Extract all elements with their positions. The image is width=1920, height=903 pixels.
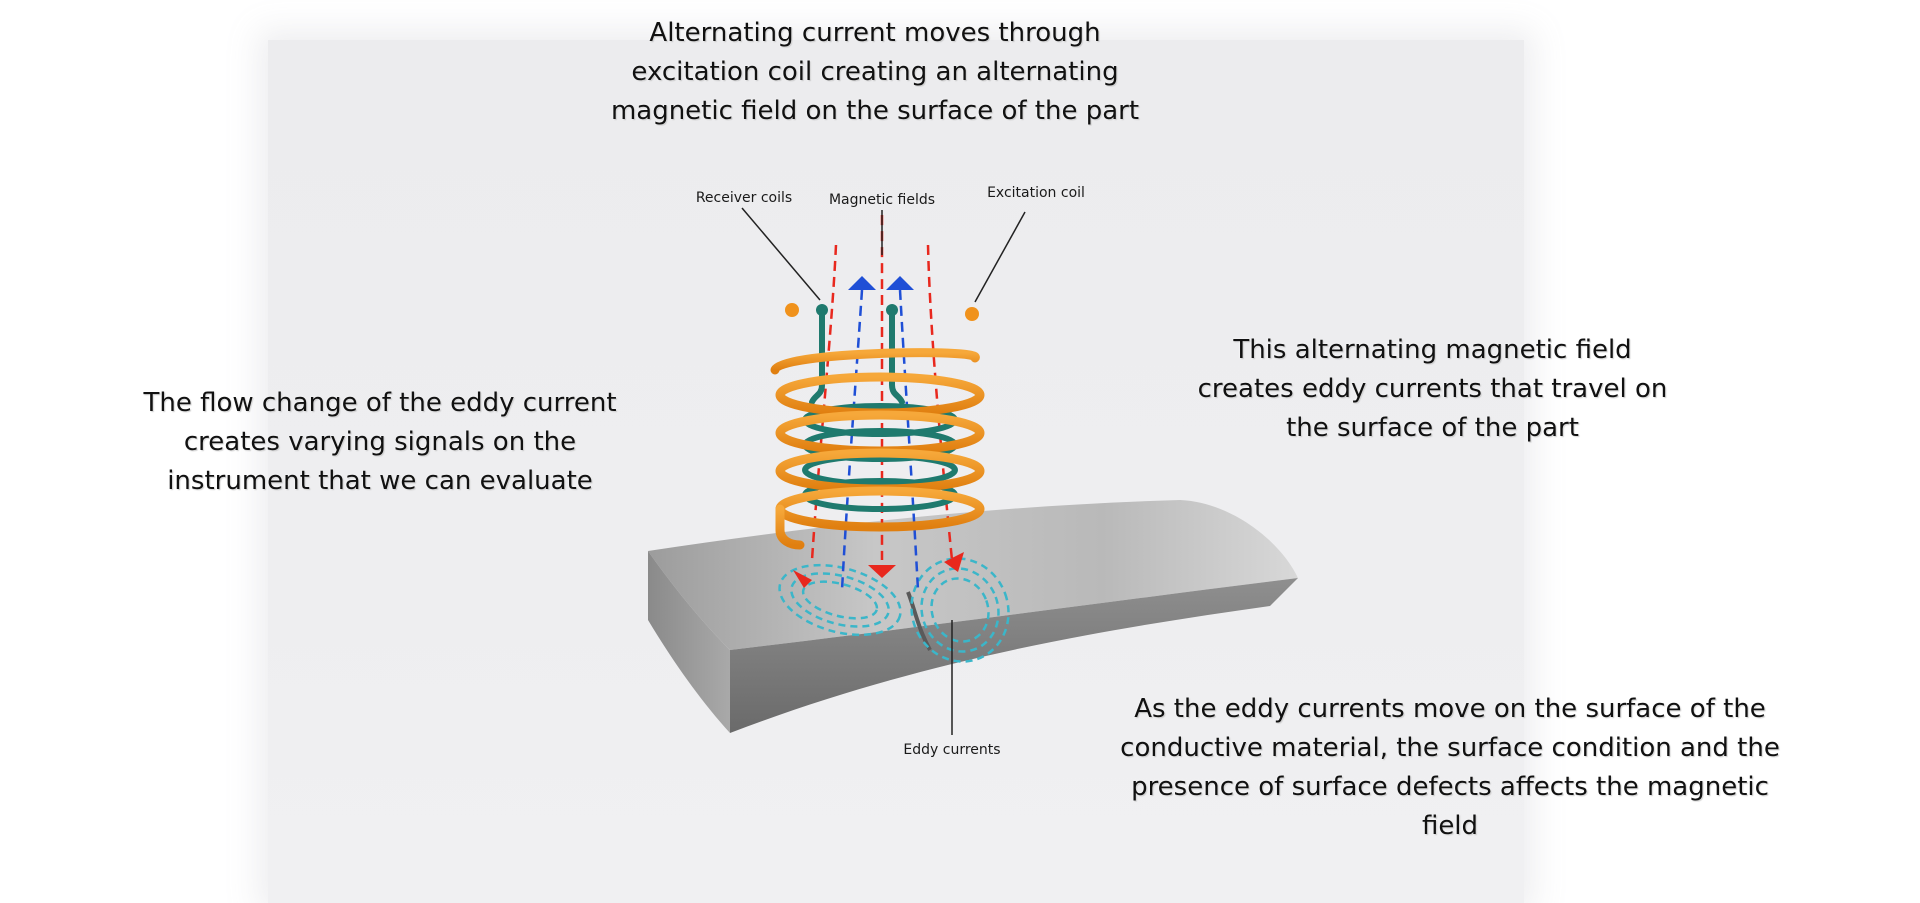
excitation-coil-terminals	[785, 303, 979, 321]
label-leader-lines	[741, 207, 1026, 735]
part-bottom-face	[730, 578, 1298, 733]
background-panel	[268, 40, 1524, 903]
caption-eddy-currents: This alternating magnetic field creates …	[1197, 335, 1668, 443]
excitation-coil	[770, 307, 985, 550]
magnetic-fields-label: Magnetic fields	[829, 192, 935, 208]
field-direction-arrows	[793, 276, 964, 588]
part-front-face	[648, 551, 730, 733]
eddy-current-loops	[778, 557, 1010, 663]
caption-excitation: Alternating current moves through excita…	[610, 18, 1140, 126]
magnetic-field-lines	[810, 215, 954, 591]
caption-surface-defects: As the eddy currents move on the surface…	[1120, 694, 1780, 841]
caption-signals: The flow change of the eddy current crea…	[143, 388, 617, 496]
eddy-currents-label: Eddy currents	[903, 742, 1000, 758]
receiver-coils-label: Receiver coils	[696, 190, 792, 206]
receiver-coil-terminals	[816, 304, 898, 316]
excitation-coil-label: Excitation coil	[987, 185, 1085, 201]
